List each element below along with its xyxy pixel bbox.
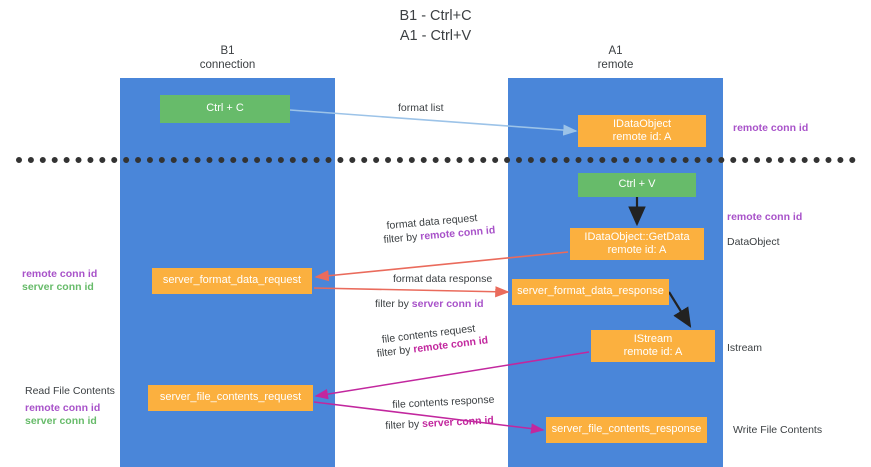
edge-format-list bbox=[289, 109, 578, 136]
column-header-b1: B1 connection bbox=[140, 44, 315, 72]
node-istream-line2: remote id: A bbox=[623, 346, 683, 358]
edge-label-format-data-response-filter: filter by server conn id bbox=[375, 297, 484, 311]
edge-file-contents-response bbox=[313, 401, 545, 434]
edge-label-format-list: format list bbox=[398, 101, 444, 115]
node-idataobject-line2: remote id: A bbox=[612, 131, 672, 143]
page-title: B1 - Ctrl+C A1 - Ctrl+V bbox=[0, 6, 871, 46]
annotation-left-conn-ids-bottom: remote conn id server conn id bbox=[25, 402, 100, 428]
column-header-a1-sub: remote bbox=[597, 59, 634, 71]
phase-divider bbox=[16, 157, 856, 163]
annotation-dataobject: DataObject bbox=[727, 236, 780, 249]
annotation-write-file-contents: Write File Contents bbox=[733, 424, 822, 437]
node-server-format-data-response-label: server_format_data_response bbox=[517, 285, 664, 298]
annotation-istream: Istream bbox=[727, 342, 762, 355]
annotation-left-conn-ids-mid: remote conn id server conn id bbox=[22, 268, 97, 294]
column-header-b1-sub: connection bbox=[199, 59, 256, 71]
node-ctrl-v[interactable]: Ctrl + V bbox=[578, 173, 696, 197]
annotation-istream-text: Istream bbox=[727, 342, 763, 354]
node-ctrl-c-label: Ctrl + C bbox=[206, 102, 244, 115]
column-header-a1-name: A1 bbox=[608, 45, 623, 57]
node-idataobject[interactable]: IDataObject remote id: A bbox=[578, 115, 706, 147]
node-ctrl-v-label: Ctrl + V bbox=[618, 178, 656, 191]
node-server-file-contents-request-label: server_file_contents_request bbox=[159, 391, 302, 404]
edge-response-to-istream bbox=[668, 291, 692, 328]
node-server-format-data-response[interactable]: server_format_data_response bbox=[512, 279, 669, 305]
annotation-left-server-conn-id-mid: server conn id bbox=[22, 281, 94, 293]
node-server-format-data-request[interactable]: server_format_data_request bbox=[152, 268, 312, 294]
annotation-left-remote-conn-id-mid: remote conn id bbox=[22, 268, 98, 280]
edge-label-fdres-filter-prefix: filter by bbox=[375, 298, 412, 310]
edge-label-format-data-response: format data response bbox=[393, 272, 492, 286]
edge-label-format-data-response-text: format data response bbox=[393, 273, 493, 285]
edge-label-fdreq-filter-prefix: filter by bbox=[383, 230, 421, 246]
column-header-a1: A1 remote bbox=[528, 44, 703, 72]
node-server-file-contents-response[interactable]: server_file_contents_response bbox=[546, 417, 707, 443]
title-line-1: B1 - Ctrl+C bbox=[399, 8, 472, 24]
node-istream[interactable]: IStream remote id: A bbox=[591, 330, 715, 362]
title-line-2: A1 - Ctrl+V bbox=[399, 28, 472, 44]
annotation-write-file-contents-text: Write File Contents bbox=[733, 424, 823, 436]
node-server-format-data-request-label: server_format_data_request bbox=[162, 274, 302, 287]
column-header-b1-name: B1 bbox=[220, 45, 235, 57]
node-idataobject-getdata[interactable]: IDataObject::GetData remote id: A bbox=[570, 228, 704, 260]
node-idataobject-line1: IDataObject bbox=[612, 117, 672, 130]
node-getdata-line2: remote id: A bbox=[607, 244, 667, 256]
edge-format-data-response bbox=[313, 286, 510, 298]
edge-label-fcres-filter-prefix: filter by bbox=[385, 418, 423, 432]
annotation-remote-conn-id-mid: remote conn id bbox=[727, 211, 802, 224]
annotation-read-file-contents: Read File Contents bbox=[25, 385, 115, 398]
edge-label-fcres-filter-key: server conn id bbox=[421, 414, 495, 431]
edge-label-format-list-text: format list bbox=[398, 102, 444, 114]
edge-file-contents-request bbox=[314, 351, 590, 400]
annotation-remote-conn-id-mid-text: remote conn id bbox=[727, 211, 803, 223]
annotation-read-file-contents-text: Read File Contents bbox=[25, 385, 115, 397]
annotation-left-remote-conn-id-bottom: remote conn id bbox=[25, 402, 101, 414]
node-getdata-line1: IDataObject::GetData bbox=[584, 230, 690, 243]
annotation-dataobject-text: DataObject bbox=[727, 236, 780, 248]
edge-format-data-request bbox=[314, 251, 569, 282]
annotation-remote-conn-id-top-text: remote conn id bbox=[733, 122, 809, 134]
node-server-file-contents-response-label: server_file_contents_response bbox=[551, 423, 702, 436]
node-istream-line1: IStream bbox=[633, 332, 673, 345]
annotation-left-server-conn-id-bottom: server conn id bbox=[25, 415, 97, 427]
node-server-file-contents-request[interactable]: server_file_contents_request bbox=[148, 385, 313, 411]
edge-label-fdres-filter-key: server conn id bbox=[411, 298, 484, 310]
node-ctrl-c[interactable]: Ctrl + C bbox=[160, 95, 290, 123]
annotation-remote-conn-id-top: remote conn id bbox=[733, 122, 808, 135]
